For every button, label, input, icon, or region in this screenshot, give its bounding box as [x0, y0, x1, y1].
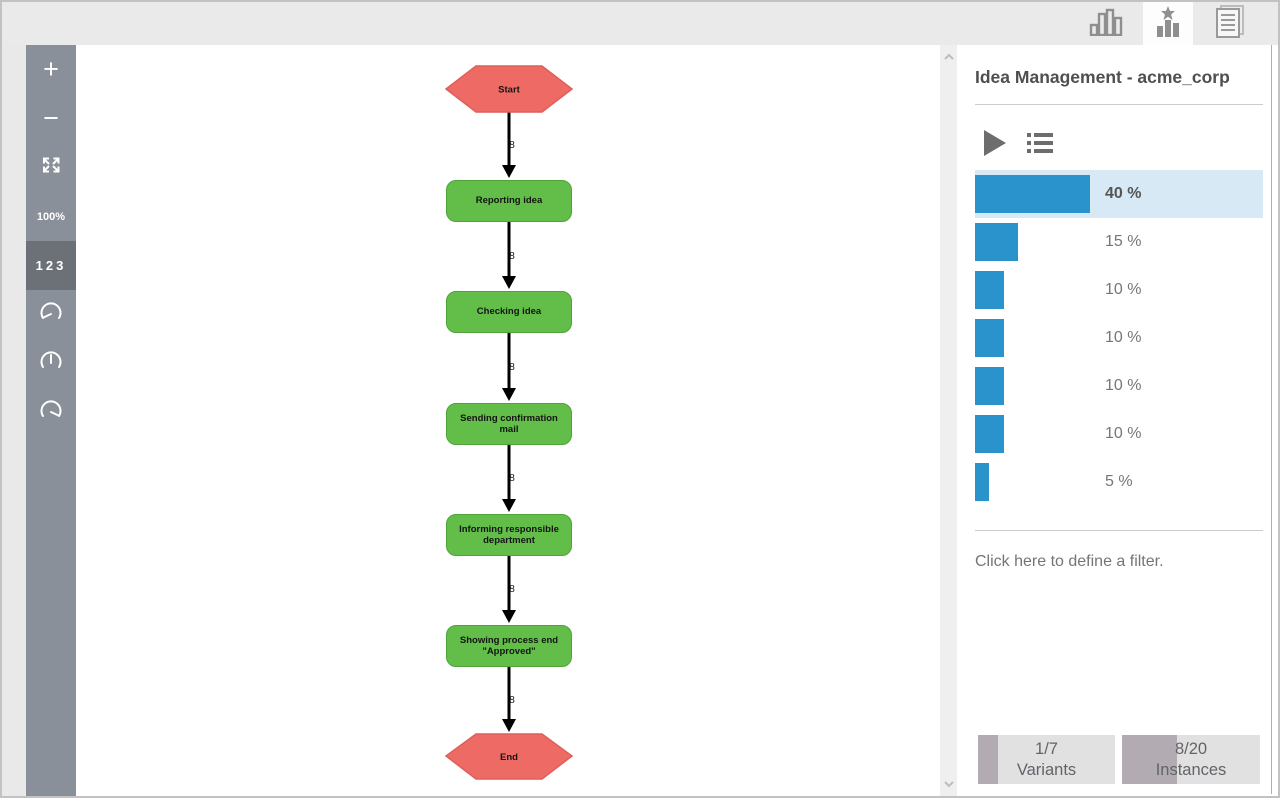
instances-label: Instances	[1155, 760, 1227, 779]
define-filter-link[interactable]: Click here to define a filter.	[975, 553, 1164, 570]
process-map: 8 8 8 8 8 8 Start End	[444, 65, 574, 780]
play-animation-button[interactable]	[983, 129, 1007, 157]
variant-bar	[975, 175, 1091, 213]
activity-node-checking-idea[interactable]: Checking idea	[446, 291, 572, 333]
variant-row-5[interactable]: 10 %	[975, 362, 1263, 410]
variant-percent-label: 40 %	[1105, 185, 1142, 202]
variant-row-4[interactable]: 10 %	[975, 314, 1263, 362]
variants-label: Variants	[1016, 760, 1077, 779]
instances-summary[interactable]: 8/20 Instances	[1122, 735, 1260, 784]
map-toolbar: + − 100% 123	[26, 45, 76, 796]
variants-panel: Idea Management - acme_corp	[957, 45, 1278, 796]
list-icon	[1027, 132, 1053, 153]
duration-max-button[interactable]	[26, 388, 76, 437]
variant-bar	[975, 271, 1004, 309]
variant-bar	[975, 463, 990, 501]
edge-frequency-label: 8	[509, 473, 515, 484]
scroll-up-icon[interactable]	[943, 53, 955, 61]
variant-list: 40 % 15 % 10 % 10 % 10 % 10 %	[975, 170, 1263, 506]
variants-count: 1/7	[1035, 739, 1058, 758]
instances-count: 8/20	[1174, 739, 1208, 758]
variant-percent-label: 5 %	[1105, 473, 1133, 490]
activity-node-sending-confirmation-mail[interactable]: Sending confirmation mail	[446, 403, 572, 445]
instances-progress-fill	[1122, 735, 1178, 784]
left-margin-strip	[2, 45, 26, 796]
canvas-scrollbar[interactable]	[940, 45, 957, 796]
variant-list-button[interactable]	[1027, 132, 1053, 154]
variant-bar	[975, 367, 1004, 405]
start-node-label: Start	[498, 85, 520, 96]
gauge-low-icon	[38, 301, 64, 328]
tab-statistics[interactable]	[1081, 2, 1131, 45]
expand-icon	[40, 155, 62, 180]
edge-frequency-label: 8	[509, 251, 515, 262]
panel-title: Idea Management - acme_corp	[975, 67, 1230, 87]
tab-variants[interactable]	[1143, 2, 1193, 45]
gauge-high-icon	[38, 399, 64, 426]
variant-percent-label: 10 %	[1105, 377, 1142, 394]
tab-cases[interactable]	[1205, 2, 1255, 45]
variant-bar	[975, 223, 1019, 261]
arrowhead-icon	[502, 719, 516, 732]
activity-node-informing-responsible-department[interactable]: Informing responsible department	[446, 514, 572, 556]
star-chart-icon	[1151, 5, 1185, 42]
arrowhead-icon	[502, 499, 516, 512]
variant-row-6[interactable]: 10 %	[975, 410, 1263, 458]
zoom-in-button[interactable]: +	[43, 54, 59, 84]
variant-row-3[interactable]: 10 %	[975, 266, 1263, 314]
variant-percent-label: 10 %	[1105, 425, 1142, 442]
documents-icon	[1213, 4, 1247, 43]
variants-summary[interactable]: 1/7 Variants	[978, 735, 1115, 784]
gauge-mid-icon	[38, 350, 64, 377]
play-icon	[984, 130, 1006, 156]
summary-bar: 1/7 Variants 8/20 Instances	[957, 735, 1278, 784]
duration-min-button[interactable]	[26, 290, 76, 339]
bar-chart-icon	[1089, 6, 1123, 41]
edge-frequency-label: 8	[509, 362, 515, 373]
arrowhead-icon	[502, 276, 516, 289]
divider	[975, 104, 1263, 105]
end-node[interactable]	[444, 733, 574, 780]
edge-frequency-label: 8	[509, 584, 515, 595]
variant-row-1[interactable]: 40 %	[975, 170, 1263, 218]
zoom-out-button[interactable]: −	[43, 103, 59, 133]
activity-node-reporting-idea[interactable]: Reporting idea	[446, 180, 572, 222]
zoom-level-indicator[interactable]: 100%	[36, 210, 66, 223]
fit-screen-button[interactable]	[26, 143, 76, 192]
variant-percent-label: 10 %	[1105, 281, 1142, 298]
variant-bar	[975, 415, 1004, 453]
process-map-canvas[interactable]: 8 8 8 8 8 8 Start End Reporting idea Che…	[76, 45, 940, 796]
variant-percent-label: 15 %	[1105, 233, 1142, 250]
end-node-label: End	[500, 752, 518, 763]
divider	[975, 530, 1263, 531]
flow-arrowheads	[502, 165, 516, 732]
edge-frequency-label: 8	[509, 695, 515, 706]
arrowhead-icon	[502, 165, 516, 178]
view-tabs	[1081, 2, 1255, 45]
variants-progress-fill	[978, 735, 998, 784]
panel-scrollbar[interactable]	[1271, 45, 1272, 794]
activity-node-showing-process-end-approved[interactable]: Showing process end "Approved"	[446, 625, 572, 667]
frequency-mode-button[interactable]: 123	[26, 241, 76, 290]
scroll-down-icon[interactable]	[943, 780, 955, 788]
arrowhead-icon	[502, 610, 516, 623]
variant-row-7[interactable]: 5 %	[975, 458, 1263, 506]
variant-percent-label: 10 %	[1105, 329, 1142, 346]
variant-bar	[975, 319, 1004, 357]
variant-row-2[interactable]: 15 %	[975, 218, 1263, 266]
top-tab-bar	[2, 2, 1278, 45]
edge-frequency-label: 8	[509, 140, 515, 151]
start-node[interactable]	[444, 65, 574, 113]
arrowhead-icon	[502, 388, 516, 401]
duration-median-button[interactable]	[26, 339, 76, 388]
